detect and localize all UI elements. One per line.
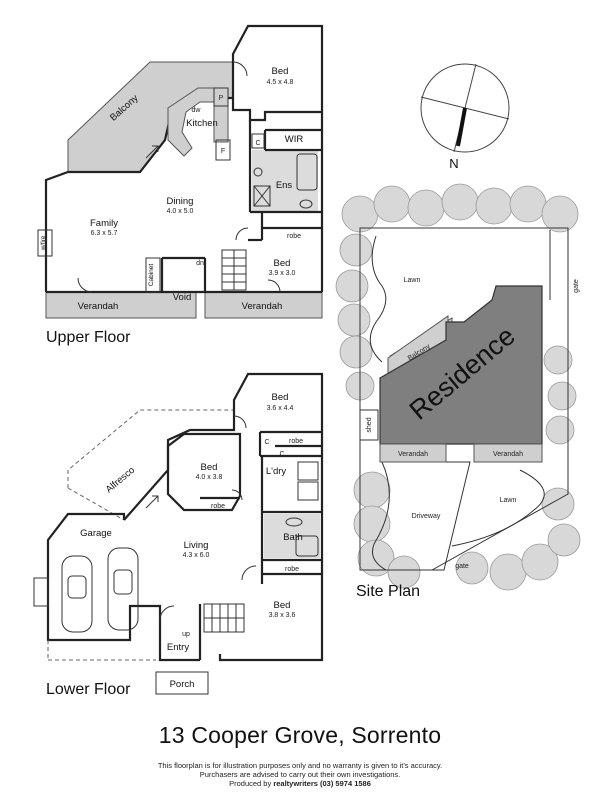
driveway-area [372,461,471,571]
void-label: Void [173,292,192,303]
site-shed [359,409,379,441]
lower-robe3-label: robe [285,566,299,573]
site-verandah-left [379,443,447,463]
cabinet-label: Cabinet [148,264,155,287]
bath-label: Bath [283,532,303,543]
property-title: 13 Cooper Grove, Sorrento [158,722,442,748]
producer-prefix: Produced by [229,779,274,788]
kitchen-label: Kitchen [186,118,218,129]
lower-robe1-label: robe [289,438,303,445]
producer-credit: Produced by realtywriters (03) 5974 1586 [0,779,600,788]
compass-north-label: N [449,156,458,171]
upper-balcony [67,61,234,173]
upper-cupboard-label: C [255,140,260,147]
site-verandah-right-label: Verandah [493,451,523,458]
site-verandah-left-label: Verandah [398,451,428,458]
site-shed-label: shed [366,417,373,432]
producer-brand: realtywriters [273,779,318,788]
laundry-label: L'dry [266,466,287,477]
dining-label: Dining [167,196,194,207]
upper-bed2-size: 3.9 x 3.0 [269,270,296,277]
upper-bed1-size: 4.5 x 4.8 [267,79,294,86]
lower-bed3-label: Bed [274,600,291,611]
wood-fire-label: w/fire [41,235,47,251]
upper-floor-title: Upper Floor [46,329,131,346]
upper-stairs-down-label: dn [196,260,204,267]
site-driveway-label: Driveway [412,513,441,520]
living-label: Living [184,540,209,551]
site-plan [335,183,581,591]
car-right-icon [107,547,139,631]
lower-robe2-label: robe [211,503,225,510]
alfresco-outline [67,409,234,488]
garage-label: Garage [80,528,112,539]
disclaimer-line-2: Purchasers are advised to carry out thei… [199,770,401,779]
lower-floor-title: Lower Floor [46,681,131,698]
entry-label: Entry [167,642,189,653]
compass-icon [420,63,510,153]
pantry-label: P [219,95,224,102]
site-gate-bottom-label: gate [455,563,469,570]
alfresco-label: Alfresco [104,465,137,495]
porch-outline [155,671,209,695]
upper-bed1-label: Bed [272,66,289,77]
dining-size: 4.0 x 5.0 [167,208,194,215]
porch-label: Porch [170,679,195,690]
wir-label: WIR [285,134,304,145]
site-lawn-top-label: Lawn [404,277,421,284]
site-plan-title: Site Plan [356,583,420,600]
lower-bed1-size: 3.6 x 4.4 [267,405,294,412]
lower-bed2-label: Bed [201,462,218,473]
lower-cupboard2-label: C [279,451,284,458]
site-residence [379,285,543,445]
car-left-icon [61,555,93,633]
upper-robe-label: robe [287,233,301,240]
lower-bed2-size: 4.0 x 3.8 [196,474,223,481]
lower-bed3-size: 3.8 x 3.6 [269,612,296,619]
dw-label: dw [192,107,202,114]
disclaimer-line-1: This floorplan is for illustration purpo… [157,761,443,770]
upper-bed2-label: Bed [274,258,291,269]
family-size: 6.3 x 5.7 [91,230,118,237]
site-verandah-right [473,443,543,463]
upper-verandah-right-label: Verandah [242,301,283,312]
upper-verandah-left-label: Verandah [78,301,119,312]
family-label: Family [90,218,118,229]
site-lawn-bottom-label: Lawn [500,497,517,504]
site-gate-right-label: gate [573,279,580,293]
producer-phone: (03) 5974 1586 [317,779,371,788]
fridge-label: F [221,148,225,155]
living-size: 4.3 x 6.0 [183,552,210,559]
lower-cupboard1-label: C [264,439,269,446]
lower-stairs-up-label: up [182,631,190,638]
lower-floor-plan [33,372,324,695]
upper-floor-plan [37,24,324,319]
ensuite-label: Ens [276,180,293,191]
tree-canopy-icon [335,183,581,591]
lower-bed1-label: Bed [272,392,289,403]
upper-verandah-left [45,291,197,319]
site-boundary [359,227,569,571]
